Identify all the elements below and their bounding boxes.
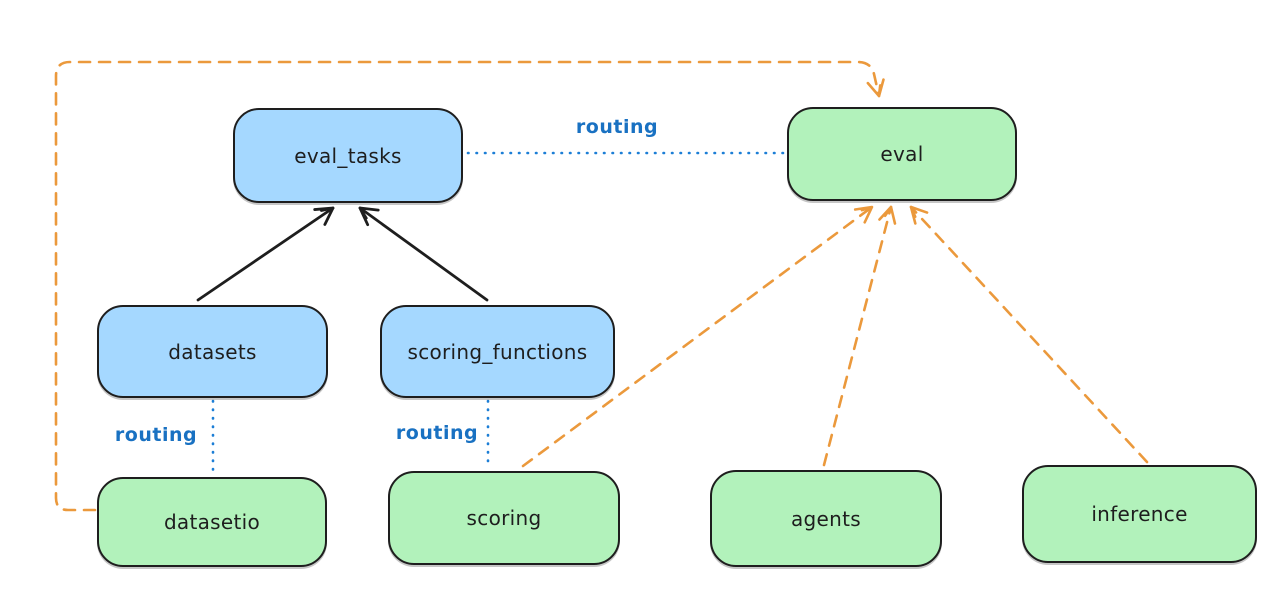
routing-label-scoring-functions-scoring: routing [395,422,479,444]
node-scoring: scoring [388,471,620,565]
routing-label-eval-tasks-eval: routing [575,116,659,138]
node-scoring-label: scoring [466,506,542,530]
node-eval-tasks-label: eval_tasks [294,143,402,168]
edge-agents-to-eval [822,205,897,467]
node-inference-label: inference [1091,502,1188,526]
node-scoring-functions-label: scoring_functions [407,339,588,364]
node-inference: inference [1022,465,1257,563]
node-scoring-functions: scoring_functions [380,305,615,398]
node-eval-tasks: eval_tasks [233,108,463,203]
edge-inference-to-eval [909,205,1149,464]
node-eval-label: eval [880,142,924,166]
node-datasetio: datasetio [97,477,327,567]
routing-label-datasets-datasetio: routing [114,424,198,446]
edge-scoring-functions-to-eval-tasks [358,206,489,302]
edge-scoring-to-eval [521,205,874,468]
node-datasets-label: datasets [168,339,257,364]
node-datasetio-label: datasetio [163,510,261,534]
node-datasets: datasets [97,305,328,398]
edge-datasets-to-eval-tasks [196,206,335,302]
node-eval: eval [787,107,1017,201]
edge-datasetio-to-eval [54,60,885,512]
node-agents: agents [710,470,942,567]
node-agents-label: agents [791,506,861,531]
